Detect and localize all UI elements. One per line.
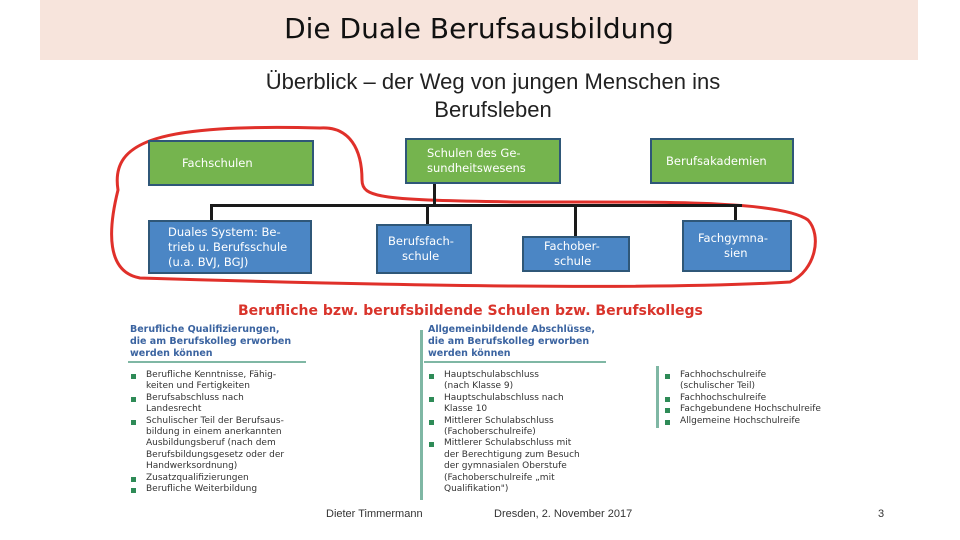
red-outline-path (110, 125, 817, 288)
subtitle-line-1: Überblick – der Weg von jungen Menschen … (265, 69, 721, 94)
box-berufsfach-line-1: Berufsfach- (388, 234, 454, 248)
col1-heading: Berufliche Qualifizierungen, die am Beru… (130, 324, 291, 360)
connector-gesundheit (433, 184, 436, 206)
col1-heading-line-1: Berufliche Qualifizierungen, (130, 324, 280, 335)
list-item: Hauptschulabschluss nach Klasse 10 (426, 393, 626, 416)
title-bar (40, 0, 918, 60)
col2-heading-line-2: die am Berufskolleg erworben (428, 336, 590, 347)
box-fachoberschule: Fachober- schule (522, 236, 630, 272)
box-berufsakademien-label: Berufsakademien (666, 153, 767, 168)
list-item: Mittlerer Schulabschluss (Fachoberschulr… (426, 416, 626, 439)
box-duales-system: Duales System: Be- trieb u. Berufsschule… (148, 220, 312, 274)
slide-subtitle: Überblick – der Weg von jungen Menschen … (0, 68, 960, 124)
diagram: Fachschulen Schulen des Ge- sundheitswes… (100, 120, 820, 500)
box-gesundheit-line-2: sundheitswesens (427, 161, 526, 175)
box-fachschulen: Fachschulen (148, 140, 314, 186)
list-item: Berufsabschluss nach Landesrecht (128, 393, 318, 416)
col2-heading-line-1: Allgemeinbildende Abschlüsse, (428, 324, 595, 335)
list-item: Fachhochschulreife (662, 393, 862, 404)
section-heading: Berufliche bzw. berufsbildende Schulen b… (238, 303, 703, 319)
connector-duales (210, 204, 213, 222)
box-berufsakademien: Berufsakademien (650, 138, 794, 184)
subtitle-line-2: Berufsleben (434, 97, 552, 122)
connector-fachgym (734, 204, 737, 222)
slide-title: Die Duale Berufsausbildung (284, 12, 674, 45)
connector-fachober (574, 204, 577, 238)
box-gesundheit-line-1: Schulen des Ge- (427, 146, 521, 160)
list-item: Mittlerer Schulabschluss mit der Berecht… (426, 438, 626, 495)
box-fachober-line-2: schule (554, 254, 592, 268)
list-item: Hauptschulabschluss (nach Klasse 9) (426, 370, 626, 393)
connector-horizontal (210, 204, 742, 207)
footer-page-number: 3 (878, 508, 885, 520)
col2-underline (424, 361, 606, 363)
col1-heading-line-3: werden können (130, 348, 213, 359)
footer-author: Dieter Timmermann (326, 508, 423, 520)
col1-underline (128, 361, 306, 363)
box-fachschulen-label: Fachschulen (182, 155, 253, 170)
col3-list: Fachhochschulreife (schulischer Teil) Fa… (662, 370, 862, 427)
box-fachgym-line-1: Fachgymna- (698, 231, 769, 245)
list-item: Fachhochschulreife (schulischer Teil) (662, 370, 862, 393)
box-fachgymnasien: Fachgymna- sien (682, 220, 792, 272)
box-fachgym-line-2: sien (724, 246, 748, 260)
list-item: Berufliche Weiterbildung (128, 484, 318, 495)
column-separator-1 (420, 330, 423, 500)
list-item: Fachgebundene Hochschulreife (662, 404, 862, 415)
box-berufsfachschule: Berufsfach- schule (376, 224, 472, 274)
list-item: Allgemeine Hochschulreife (662, 416, 862, 427)
connector-berufsfach (426, 204, 429, 226)
list-item: Berufliche Kenntnisse, Fähig- keiten und… (128, 370, 318, 393)
col2-list: Hauptschulabschluss (nach Klasse 9) Haup… (426, 370, 626, 495)
column-separator-2 (656, 366, 659, 428)
box-gesundheitswesen: Schulen des Ge- sundheitswesens (405, 138, 561, 184)
box-duales-line-3: (u.a. BVJ, BGJ) (168, 254, 249, 269)
col2-heading: Allgemeinbildende Abschlüsse, die am Ber… (428, 324, 595, 360)
box-fachober-line-1: Fachober- (544, 239, 600, 253)
red-outline (110, 125, 817, 288)
list-item: Zusatzqualifizierungen (128, 473, 318, 484)
col1-heading-line-2: die am Berufskolleg erworben (130, 336, 292, 347)
col1-list: Berufliche Kenntnisse, Fähig- keiten und… (128, 370, 318, 495)
col2-heading-line-3: werden können (428, 348, 511, 359)
footer-place-date: Dresden, 2. November 2017 (494, 508, 633, 520)
list-item: Schulischer Teil der Berufsaus- bildung … (128, 416, 318, 473)
box-duales-line-1: Duales System: Be- (168, 224, 281, 239)
box-berufsfach-line-2: schule (402, 249, 440, 263)
box-duales-line-2: trieb u. Berufsschule (168, 239, 288, 254)
